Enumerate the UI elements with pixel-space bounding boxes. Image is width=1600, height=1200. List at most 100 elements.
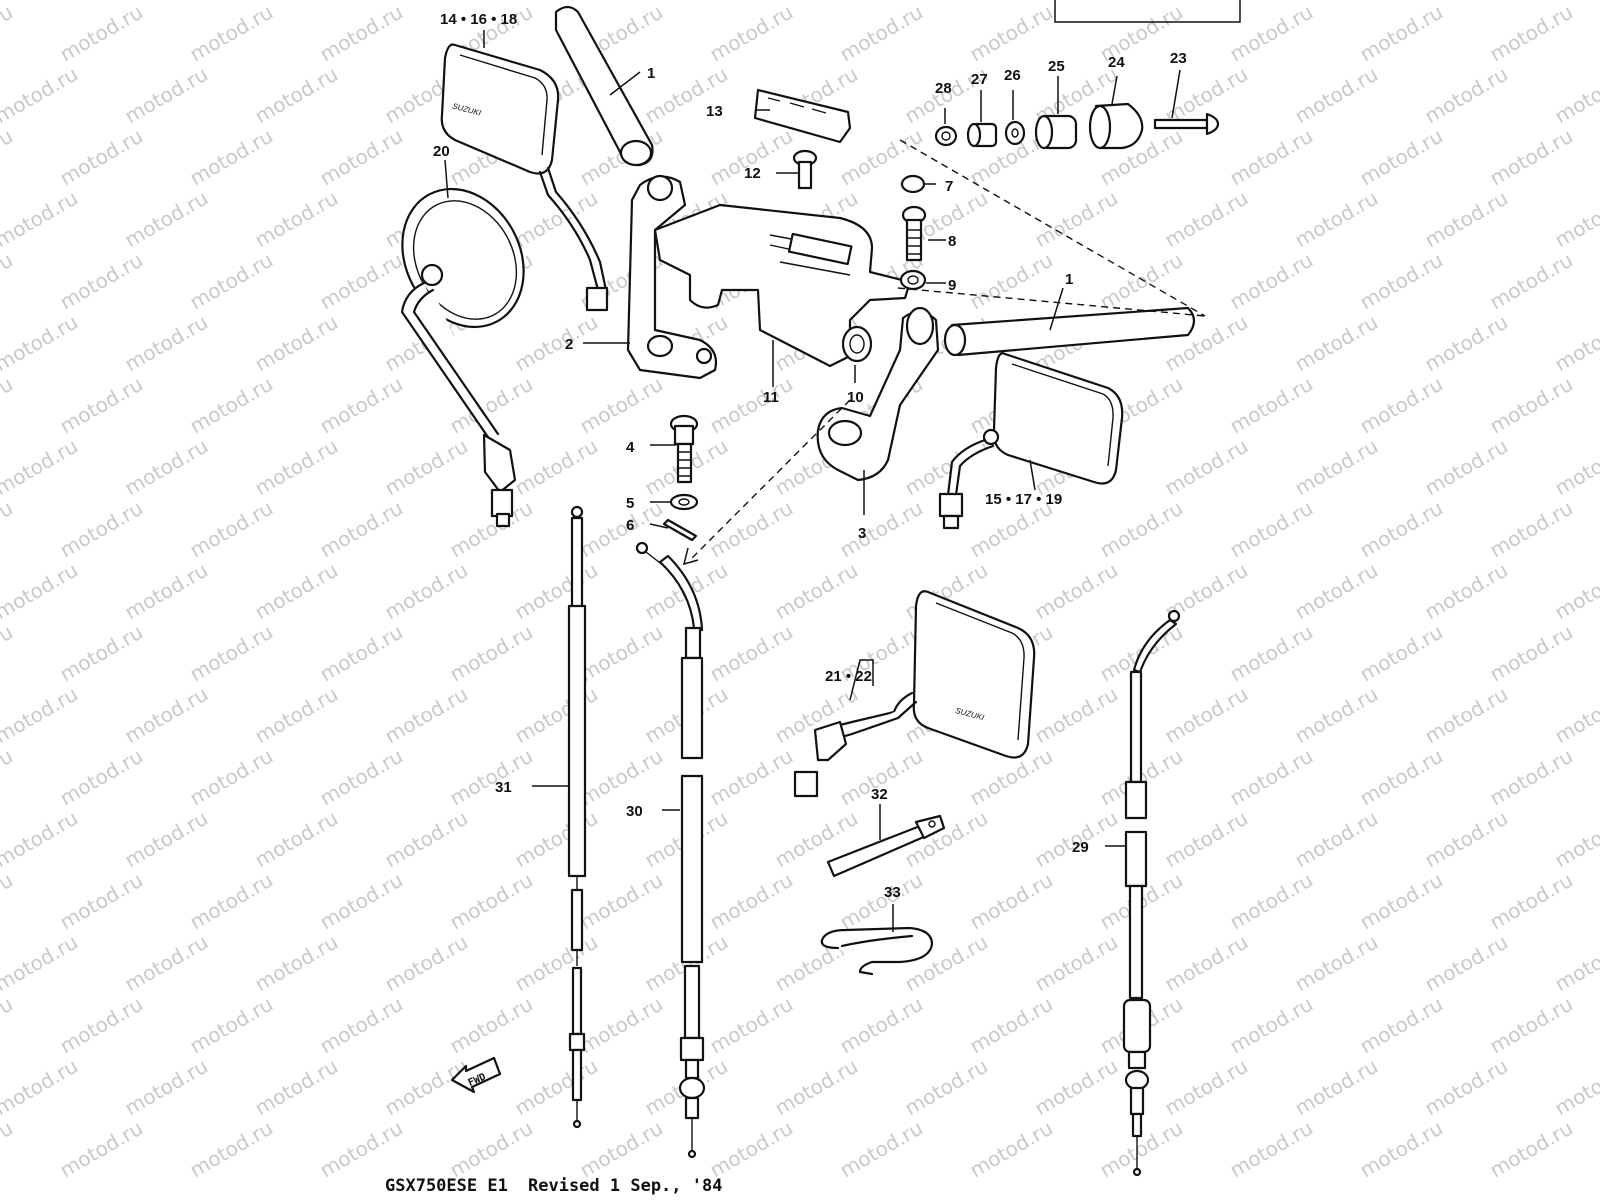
watermark-text: motod.ru (186, 744, 277, 811)
watermark-text: motod.ru (1486, 620, 1577, 687)
watermark-text: motod.ru (1031, 682, 1122, 749)
watermark-text: motod.ru (1161, 682, 1252, 749)
watermark-text: motod.ru (1096, 496, 1187, 563)
callout-24: 24 (1108, 54, 1125, 71)
watermark-text: motod.ru (1551, 558, 1600, 625)
watermark-text: motod.ru (1226, 0, 1317, 66)
watermark-text: motod.ru (56, 248, 147, 315)
callout-20: 20 (433, 143, 450, 160)
watermark-text: motod.ru (0, 1116, 17, 1183)
watermark-text: motod.ru (1551, 930, 1600, 997)
watermark-text: motod.ru (121, 62, 212, 129)
callout-30: 30 (626, 803, 643, 820)
watermark-text: motod.ru (0, 682, 82, 749)
watermark-text: motod.ru (1291, 310, 1382, 377)
watermark-text: motod.ru (1291, 186, 1382, 253)
pin-6 (662, 518, 698, 542)
watermark-text: motod.ru (706, 620, 797, 687)
watermark-text: motod.ru (1421, 62, 1512, 129)
watermark-text: motod.ru (121, 930, 212, 997)
watermark-text: motod.ru (1226, 992, 1317, 1059)
nut-28 (934, 125, 958, 147)
throttle-cable-30 (635, 541, 706, 1159)
watermark-text: motod.ru (316, 744, 407, 811)
watermark-text: motod.ru (1421, 930, 1512, 997)
callout-15-17-19: 15 • 17 • 19 (985, 491, 1062, 508)
watermark-text: motod.ru (251, 806, 342, 873)
watermark-text: motod.ru (836, 868, 927, 935)
watermark-text: motod.ru (1161, 434, 1252, 501)
watermark-text: motod.ru (901, 1054, 992, 1121)
watermark-text: motod.ru (576, 868, 667, 935)
watermark-text: motod.ru (1356, 744, 1447, 811)
callout-8: 8 (948, 233, 956, 250)
watermark-text: motod.ru (1031, 186, 1122, 253)
watermark-text: motod.ru (0, 1054, 82, 1121)
mirror-20 (400, 187, 525, 528)
watermark-text: motod.ru (1486, 0, 1577, 66)
watermark-text: motod.ru (511, 930, 602, 997)
watermark-text: motod.ru (576, 1116, 667, 1183)
watermark-text: motod.ru (706, 372, 797, 439)
callout-13: 13 (706, 103, 723, 120)
watermark-text: motod.ru (576, 992, 667, 1059)
watermark-text: motod.ru (1421, 806, 1512, 873)
watermark-text: motod.ru (1486, 868, 1577, 935)
watermark-text: motod.ru (186, 372, 277, 439)
watermark-text: motod.ru (186, 124, 277, 191)
screw-12 (792, 149, 818, 190)
watermark-text: motod.ru (1356, 496, 1447, 563)
watermark-text: motod.ru (446, 620, 537, 687)
callout-7: 7 (945, 178, 953, 195)
watermark-text: motod.ru (511, 1054, 602, 1121)
watermark-text: motod.ru (1551, 186, 1600, 253)
assembly-line-top-parts (899, 139, 1206, 317)
watermark-text: motod.ru (251, 62, 342, 129)
watermark-text: motod.ru (446, 1116, 537, 1183)
mirror-14-16-18: SUZUKI (440, 43, 609, 312)
watermark-text: motod.ru (446, 992, 537, 1059)
watermark-text: motod.ru (1421, 682, 1512, 749)
watermark-text: motod.ru (1421, 434, 1512, 501)
callout-11: 11 (763, 389, 779, 406)
watermark-text: motod.ru (186, 868, 277, 935)
watermark-text: motod.ru (1551, 682, 1600, 749)
watermark-text: motod.ru (381, 806, 472, 873)
watermark-text: motod.ru (836, 1116, 927, 1183)
watermark-text: motod.ru (1486, 496, 1577, 563)
handlebar-grip-top (554, 5, 654, 167)
watermark-text: motod.ru (1486, 1116, 1577, 1183)
watermark-text: motod.ru (0, 124, 17, 191)
assembly-line-bridge-grip (897, 287, 1206, 317)
watermark-text: motod.ru (0, 868, 17, 935)
callout-29: 29 (1072, 839, 1089, 856)
watermark-text: motod.ru (0, 434, 82, 501)
watermark-text: motod.ru (186, 620, 277, 687)
bolt-4 (669, 414, 699, 484)
watermark-text: motod.ru (56, 868, 147, 935)
watermark-text: motod.ru (1291, 930, 1382, 997)
watermark-text: motod.ru (1226, 372, 1317, 439)
clutch-cable-29 (1122, 609, 1181, 1177)
callout-3: 3 (858, 525, 866, 542)
watermark-text: motod.ru (316, 124, 407, 191)
callout-23: 23 (1170, 50, 1187, 67)
watermark-text: motod.ru (251, 682, 342, 749)
watermark-text: motod.ru (56, 496, 147, 563)
callout-4: 4 (626, 439, 635, 456)
watermark-text: motod.ru (1161, 930, 1252, 997)
callout-32: 32 (871, 786, 888, 803)
watermark-text: motod.ru (0, 806, 82, 873)
watermark-text: motod.ru (706, 868, 797, 935)
cap-7 (900, 174, 926, 194)
callout-27: 27 (971, 71, 988, 88)
watermark-text: motod.ru (1226, 868, 1317, 935)
watermark-text: motod.ru (1486, 744, 1577, 811)
watermark-text: motod.ru (1421, 186, 1512, 253)
screw-23 (1153, 112, 1220, 136)
watermark-text: motod.ru (1551, 806, 1600, 873)
watermark-text: motod.ru (186, 496, 277, 563)
watermark-text: motod.ru (966, 0, 1057, 66)
assembly-line-bolt (689, 399, 851, 561)
